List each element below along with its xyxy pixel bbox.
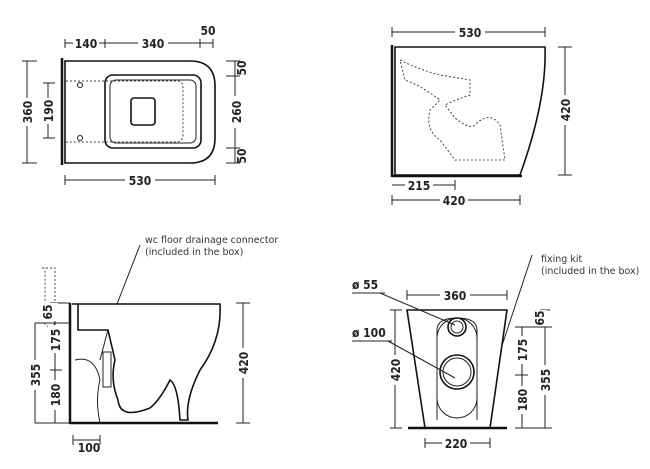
dim-d100: ø 100: [352, 326, 386, 340]
dim-215: 215: [408, 179, 431, 193]
fixing-kit-note-line1: fixing kit: [541, 254, 582, 265]
connector-note-line2: (included in the box): [145, 247, 243, 258]
dim-50-top: 50: [200, 24, 215, 38]
dim-65-section: 65: [41, 304, 55, 319]
dim-355-rear: 355: [539, 369, 553, 392]
side-view: 530 420 215 420: [390, 24, 573, 208]
dim-360-rear: 360: [444, 289, 467, 303]
dim-100-section: 100: [78, 441, 101, 455]
dim-360: 360: [21, 101, 35, 124]
dim-530: 530: [129, 174, 152, 188]
dim-50-a: 50: [235, 60, 249, 75]
dim-420-side-v: 420: [559, 99, 573, 122]
dim-420-side-h: 420: [443, 194, 466, 208]
dim-180-rear: 180: [516, 389, 530, 412]
dim-140: 140: [75, 37, 98, 51]
dim-180-section: 180: [49, 384, 63, 407]
fixing-kit-note-line2: (included in the box): [541, 266, 639, 277]
dim-175-rear: 175: [516, 339, 530, 362]
dim-420-section: 420: [237, 352, 251, 375]
rear-view: fixing kit (included in the box) ø 55 ø …: [352, 254, 639, 451]
section-view: wc floor drainage connector (included in…: [28, 235, 278, 455]
dim-50-b: 50: [235, 148, 249, 163]
dim-340: 340: [142, 37, 165, 51]
dim-190: 190: [42, 100, 56, 123]
dim-355-section: 355: [29, 364, 43, 387]
dim-175-section: 175: [49, 329, 63, 352]
dim-420-rear: 420: [389, 359, 403, 382]
top-view: 140 340 50 360 190 50 260 50 530: [20, 24, 249, 188]
connector-note-line1: wc floor drainage connector: [145, 235, 278, 246]
dim-65-rear: 65: [533, 310, 547, 325]
dim-260: 260: [230, 101, 244, 124]
dim-220-rear: 220: [445, 437, 468, 451]
dim-530-side: 530: [459, 26, 482, 40]
dim-d55: ø 55: [352, 278, 378, 292]
